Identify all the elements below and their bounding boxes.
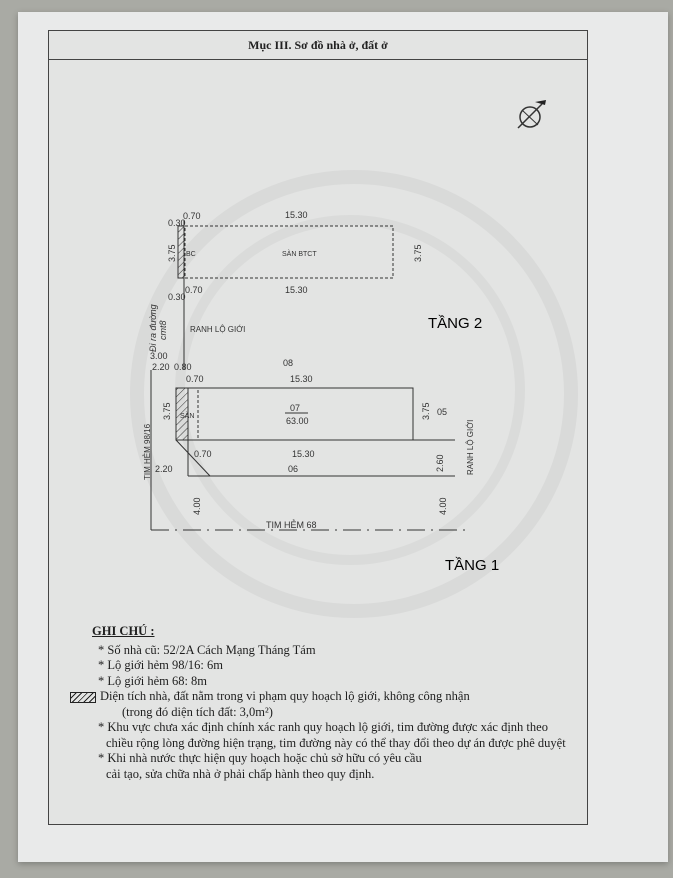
parcel-number: 07 <box>290 403 300 413</box>
note-item: * Khi nhà nước thực hiện quy hoạch hoặc … <box>98 751 422 765</box>
dim-f2-top-width: 15.30 <box>285 210 308 220</box>
dim-road-offset-right: 4.00 <box>438 497 448 515</box>
dim-offset-top: 0.70 <box>183 211 201 221</box>
neighbor-north: 08 <box>283 358 293 368</box>
neighbor-south: 06 <box>288 464 298 474</box>
notes-section: GHI CHÚ : * Số nhà cũ: 52/2A Cách Mạng T… <box>70 624 662 782</box>
dim-road-gap-right: 2.60 <box>435 454 445 472</box>
dim-f1-bottom-width: 15.30 <box>292 449 315 459</box>
note-item: chiều rộng lòng đường hiện trạng, tim đư… <box>106 735 566 750</box>
dim-f1-offset-bottom: 0.70 <box>194 449 212 459</box>
note-item: * Số nhà cũ: 52/2A Cách Mạng Tháng Tám <box>98 642 316 657</box>
boundary-label-right: RANH LỘ GIỚI <box>466 420 475 475</box>
label-bc: BC <box>186 251 196 258</box>
dim-f1-offset-top: 0.70 <box>186 374 204 384</box>
dim-f1-right-depth: 3.75 <box>421 402 431 420</box>
note-item: (trong đó diện tích đất: 3,0m²) <box>122 704 273 719</box>
hatch-legend-icon <box>70 691 96 703</box>
parcel-area: 63.00 <box>286 416 309 426</box>
section-header: Mục III. Sơ đồ nhà ở, đất ở <box>49 31 587 60</box>
floor2-label: TẦNG 2 <box>428 315 482 332</box>
note-item: * Khu vực chưa xác định chính xác ranh q… <box>98 720 548 734</box>
floor1-plan <box>150 370 470 531</box>
dim-road-offset-left: 4.00 <box>192 497 202 515</box>
section-title: Mục III. Sơ đồ nhà ở, đất ở <box>248 37 388 52</box>
note-item: * Lộ giới hẻm 68: 8m <box>98 673 208 688</box>
label-san: SÀN <box>180 411 194 420</box>
dim-corner-top: 0.30 <box>168 218 186 228</box>
boundary-label-left: RANH LỘ GIỚI <box>190 325 245 334</box>
note-item: Diện tích nhà, đất nằm trong vi phạm quy… <box>100 689 470 703</box>
neighbor-east: 05 <box>437 407 447 417</box>
dim-300: 3.00 <box>150 351 168 361</box>
label-slab: SÀN BTCT <box>282 249 317 258</box>
alley-label-left: TIM HẺM 98/16 <box>143 423 152 480</box>
dim-080: 0.80 <box>174 362 192 372</box>
floor1-label: TẦNG 1 <box>445 557 499 574</box>
dim-f2-right-depth: 3.75 <box>413 244 423 262</box>
dim-f1-top-width: 15.30 <box>290 374 313 384</box>
dim-left-gap: 2.20 <box>155 464 173 474</box>
dim-f2-left-depth: 3.75 <box>167 244 177 262</box>
dim-offset-bottom: 0.70 <box>185 285 203 295</box>
dim-220: 2.20 <box>152 362 170 372</box>
note-item: cải tạo, sửa chữa nhà ở phải chấp hành t… <box>106 766 375 781</box>
notes-title: GHI CHÚ : <box>92 624 155 638</box>
exit-label-1: Đi ra đường <box>148 304 158 352</box>
alley-label-bottom: TIM HẺM 68 <box>266 519 317 530</box>
dim-f1-left-depth: 3.75 <box>162 402 172 420</box>
dim-corner-bottom: 0.30 <box>168 292 186 302</box>
floor2-plan <box>177 220 394 370</box>
exit-label-2: cmt8 <box>158 320 168 340</box>
dim-f2-bottom-width: 15.30 <box>285 285 308 295</box>
compass-north-icon <box>517 100 546 129</box>
note-item: * Lộ giới hẻm 98/16: 6m <box>98 658 224 672</box>
